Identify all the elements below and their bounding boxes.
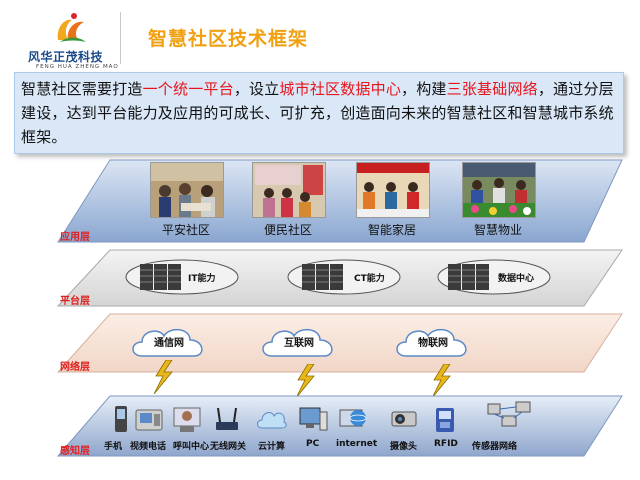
network-cloud-internet: 互联网 [258,322,340,362]
company-logo: 风华正茂科技 FENG HUA ZHENG MAO [14,10,124,70]
device-video-phone-label: 视频电话 [130,442,167,452]
device-internet-label: internet [336,439,378,449]
network-layer-band [56,313,623,373]
cloud-icon [262,328,333,357]
device-call-center-label: 呼叫中心 [173,442,210,452]
app-item-smart-property: 智慧物业 [473,223,522,237]
intro-highlight-platform: 一个统一平台 [142,80,234,98]
intro-box: 智慧社区需要打造一个统一平台，设立城市社区数据中心，构建三张基础网络，通过分层建… [14,72,624,154]
device-wireless-gateway-label: 无线网关 [210,442,247,452]
network-telecom-label: 通信网 [154,338,184,349]
application-layer: 平安社区 便民社区 智能家居 智慧物业 应用层 [0,158,640,244]
header-divider [120,12,121,64]
app-item-convenience-community: 便民社区 [263,223,312,237]
perception-layer-label: 感知层 [60,446,90,457]
app-item-safe-community: 平安社区 [161,223,210,237]
photo-convenience-community [252,162,326,218]
pc-icon [299,407,328,431]
logo-english-name: FENG HUA ZHENG MAO [36,64,119,70]
platform-item-it: IT能力 [124,258,240,296]
network-iot-label: 物联网 [418,338,448,349]
cloud-icon [132,328,203,357]
platform-datacenter-label: 数据中心 [498,274,535,284]
photo-safe-community [150,162,224,218]
device-pc-label: PC [306,439,320,449]
perception-layer: 手机 视频电话 呼叫中心 无线网关 云计算 PC internet 摄像头 RF… [0,394,640,458]
lightning-icon [295,364,315,398]
platform-it-label: IT能力 [188,274,216,284]
camera-icon [391,411,417,427]
logo-company-name: 风华正茂科技 [28,50,104,64]
platform-item-ct: CT能力 [286,258,402,296]
platform-ct-label: CT能力 [354,274,385,284]
wireless-gateway-icon [216,407,238,430]
intro-text-1: 智慧社区需要打造 [21,80,143,98]
cloud-computing-icon [257,412,287,429]
network-layer-label: 网络层 [60,362,90,373]
video-phone-icon [135,409,163,431]
application-layer-label: 应用层 [60,232,90,243]
device-sensor-network-label: 传感器网络 [472,442,518,452]
photo-smart-property [462,162,536,218]
network-layer: 通信网 互联网 物联网 网络层 [0,312,640,374]
lightning-icon [431,364,451,398]
intro-highlight-datacenter: 城市社区数据中心 [279,80,402,98]
cloud-icon [396,328,467,357]
intro-text-4: ，通过分层建设，达到平台能力及应用的可成长、可扩充，创造面向未来的智慧社区和智慧… [21,80,614,146]
app-item-smart-home: 智能家居 [367,223,416,237]
lightning-icon [153,360,173,394]
intro-text: 智慧社区需要打造一个统一平台，设立城市社区数据中心，构建三张基础网络，通过分层建… [21,77,617,149]
logo-swan-icon [57,13,86,42]
platform-layer-label: 平台层 [60,296,90,307]
platform-layer: IT能力 CT能力 数据中心 平台层 [0,248,640,308]
intro-text-3: ，构建 [401,80,447,98]
photo-smart-home [356,162,430,218]
device-mobile-label: 手机 [104,442,123,452]
sensor-network-icon [487,401,531,427]
intro-text-2: ，设立 [233,80,280,98]
network-internet-label: 互联网 [284,338,314,349]
platform-item-datacenter: 数据中心 [436,258,552,296]
internet-icon [339,409,367,427]
network-cloud-iot: 物联网 [392,322,474,362]
call-center-icon [173,407,201,432]
page-title: 智慧社区技术框架 [148,28,309,50]
intro-highlight-networks: 三张基础网络 [446,80,538,98]
rfid-icon [436,408,454,432]
device-camera-label: 摄像头 [390,442,418,452]
network-cloud-telecom: 通信网 [128,322,210,362]
mobile-phone-icon [115,406,127,432]
device-cloud-computing-label: 云计算 [258,442,286,452]
device-rfid-label: RFID [434,439,458,449]
